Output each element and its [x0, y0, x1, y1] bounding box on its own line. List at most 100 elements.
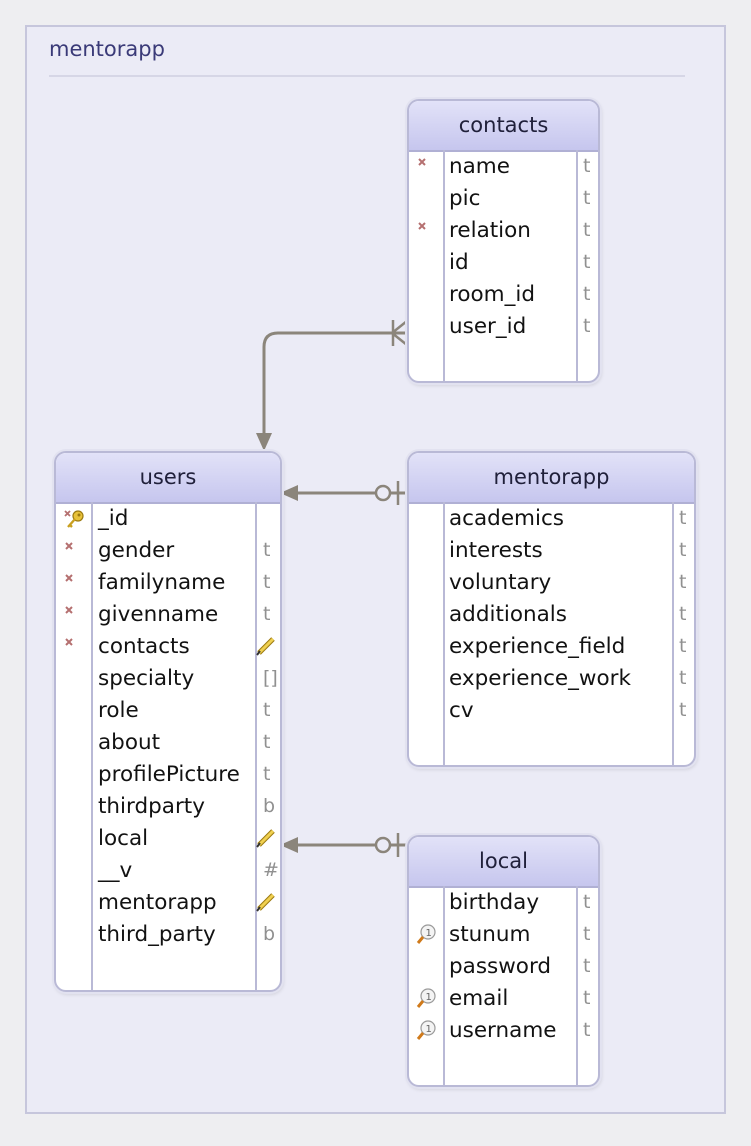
required-icon: [65, 574, 73, 582]
field-name: academics: [449, 506, 564, 531]
field-row[interactable]: local: [56, 823, 280, 855]
field-name: relation: [449, 218, 531, 243]
unique-index-icon: 1: [416, 1020, 436, 1040]
field-row[interactable]: about t: [56, 727, 280, 759]
type-column-divider: [576, 886, 578, 1085]
field-name: additionals: [449, 602, 567, 627]
field-name: user_id: [449, 314, 527, 339]
field-name: name: [449, 154, 510, 179]
field-row[interactable]: gender t: [56, 535, 280, 567]
type-column-divider: [672, 502, 674, 765]
icon-column-divider: [443, 886, 445, 1085]
unique-index-icon: 1: [416, 924, 436, 944]
field-name: experience_work: [449, 666, 631, 691]
field-name: about: [98, 730, 161, 755]
arrow-head-contacts-users: [256, 433, 272, 451]
field-row[interactable]: mentorapp: [56, 887, 280, 919]
entity-header-users[interactable]: users: [56, 453, 280, 504]
field-type: t: [679, 667, 687, 689]
field-name: specialty: [98, 666, 195, 691]
field-type: t: [583, 955, 591, 977]
required-icon: [418, 158, 426, 166]
field-name: contacts: [98, 634, 190, 659]
field-name: familyname: [98, 570, 226, 595]
field-type: t: [263, 571, 271, 593]
field-name: experience_field: [449, 634, 626, 659]
field-type: b: [263, 923, 276, 945]
field-name: role: [98, 698, 139, 723]
field-row[interactable]: experience_field t: [409, 631, 694, 663]
field-name: id: [449, 250, 469, 275]
field-row[interactable]: 1 email t: [409, 983, 598, 1015]
field-name: __v: [98, 858, 133, 883]
arrow-head-mentorapp-users: [280, 485, 298, 501]
field-name: password: [449, 954, 552, 979]
field-name: cv: [449, 698, 474, 723]
arrow-head-local-users: [280, 837, 298, 853]
field-row[interactable]: familyname t: [56, 567, 280, 599]
field-name: stunum: [449, 922, 531, 947]
field-row[interactable]: _id: [56, 503, 280, 535]
field-type: t: [583, 251, 591, 273]
svg-text:1: 1: [426, 1024, 432, 1035]
field-row[interactable]: user_id t: [409, 311, 598, 343]
field-name: gender: [98, 538, 175, 563]
field-row[interactable]: password t: [409, 951, 598, 983]
field-name: _id: [98, 506, 129, 531]
field-type: t: [583, 923, 591, 945]
field-row[interactable]: specialty []: [56, 663, 280, 695]
field-type: t: [263, 763, 271, 785]
field-row[interactable]: id t: [409, 247, 598, 279]
field-type: t: [263, 731, 271, 753]
entity-header-mentorapp[interactable]: mentorapp: [409, 453, 694, 504]
field-type: t: [583, 315, 591, 337]
field-type: t: [263, 699, 271, 721]
icon-column-divider: [443, 150, 445, 381]
field-row[interactable]: __v #: [56, 855, 280, 887]
reference-icon: [256, 893, 275, 912]
field-type: t: [679, 635, 687, 657]
field-type: #: [263, 859, 279, 881]
icon-column-divider: [443, 502, 445, 765]
entity-header-local[interactable]: local: [409, 837, 598, 888]
field-row[interactable]: contacts: [56, 631, 280, 663]
entity-header-contacts[interactable]: contacts: [409, 101, 598, 152]
field-row[interactable]: role t: [56, 695, 280, 727]
field-row[interactable]: experience_work t: [409, 663, 694, 695]
field-row[interactable]: 1 stunum t: [409, 919, 598, 951]
svg-text:1: 1: [426, 992, 432, 1003]
field-type: t: [263, 603, 271, 625]
field-name: username: [449, 1018, 557, 1043]
field-name: voluntary: [449, 570, 552, 595]
field-name: thirdparty: [98, 794, 205, 819]
field-type: []: [263, 667, 278, 689]
field-type: t: [583, 987, 591, 1009]
field-name: birthday: [449, 890, 540, 915]
diagram-title: mentorapp: [49, 37, 165, 61]
field-name: email: [449, 986, 509, 1011]
primary-key-icon: [64, 510, 84, 528]
required-icon: [65, 638, 73, 646]
title-divider: [49, 75, 685, 77]
field-type: t: [263, 539, 271, 561]
